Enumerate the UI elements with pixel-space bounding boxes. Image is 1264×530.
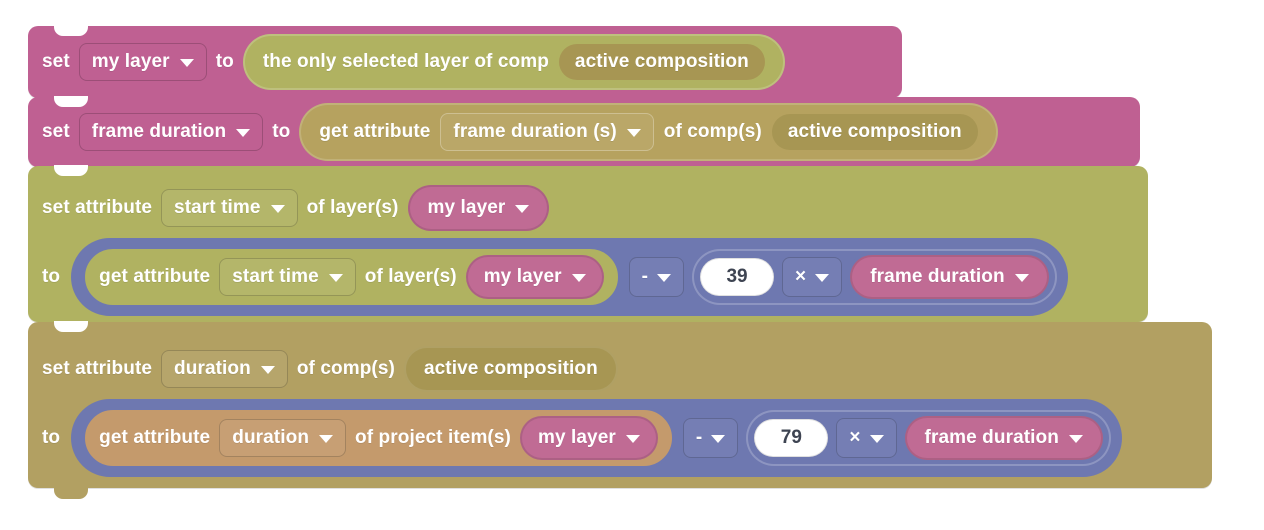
chevron-down-icon	[657, 273, 672, 282]
chevron-down-icon	[711, 434, 726, 443]
chevron-down-icon	[1014, 273, 1029, 282]
reporter-only-selected-layer[interactable]: the only selected layer of comp active c…	[242, 34, 785, 90]
variable-dropdown-label: my layer	[91, 51, 170, 72]
attribute-dropdown-frame-duration-s[interactable]: frame duration (s)	[440, 113, 654, 151]
block-top-notch	[54, 25, 88, 36]
variable-dropdown-frame-duration[interactable]: frame duration	[78, 113, 264, 151]
attribute-dropdown-start-time-inner[interactable]: start time	[219, 258, 356, 296]
reporter-label: get attribute	[99, 427, 211, 448]
operator-label: ×	[795, 266, 807, 287]
reporter-label: get attribute	[319, 121, 431, 142]
chevron-down-icon	[260, 365, 275, 374]
argument-active-composition[interactable]: active composition	[771, 114, 978, 150]
number-input-39[interactable]: 39	[700, 258, 775, 296]
chevron-down-icon	[319, 434, 334, 443]
expression-subtract-multiply[interactable]: get attribute start time of layer(s) my …	[71, 238, 1068, 316]
number-value: 39	[726, 266, 748, 287]
target-pill-label: active composition	[423, 358, 598, 379]
operator-label: ×	[849, 427, 861, 448]
target-pill-active-composition[interactable]: active composition	[403, 346, 618, 392]
block-top-notch	[54, 165, 88, 176]
target-dropdown-my-layer[interactable]: my layer	[407, 185, 550, 231]
block-top-notch	[54, 96, 88, 107]
variable-dropdown-label: frame duration	[91, 121, 227, 142]
set-attribute-keyword-label: set attribute	[42, 197, 153, 218]
operator-label: -	[695, 427, 703, 448]
chevron-down-icon	[236, 128, 251, 137]
to-connector-label: to	[215, 51, 234, 72]
variable-dropdown-frame-duration-operand[interactable]: frame duration	[850, 255, 1049, 299]
variable-dropdown-label: frame duration	[924, 427, 1059, 448]
attribute-dropdown-label: start time	[174, 197, 261, 218]
argument-label: active composition	[574, 51, 749, 72]
reporter-get-attribute-start-time[interactable]: get attribute start time of layer(s) my …	[82, 246, 621, 308]
block-set-my-layer[interactable]: set my layer to the only selected layer …	[28, 25, 902, 109]
attribute-dropdown-label: duration	[232, 427, 310, 448]
operator-label: -	[641, 266, 649, 287]
to-connector-label: to	[42, 427, 61, 448]
reporter-label: get attribute	[99, 266, 211, 287]
set-keyword-label: set	[42, 51, 70, 72]
operator-dropdown-multiply[interactable]: ×	[782, 257, 843, 297]
chevron-down-icon	[179, 58, 194, 67]
of-layers-label: of layer(s)	[306, 197, 399, 218]
chevron-down-icon	[270, 204, 285, 213]
argument-active-composition[interactable]: active composition	[558, 44, 765, 80]
set-attribute-keyword-label: set attribute	[42, 358, 153, 379]
argument-label: active composition	[787, 121, 962, 142]
attribute-dropdown-label: duration	[174, 358, 251, 379]
reporter-get-attribute[interactable]: get attribute frame duration (s) of comp…	[299, 103, 998, 161]
variable-dropdown-frame-duration-operand[interactable]: frame duration	[904, 416, 1103, 460]
chevron-down-icon	[815, 273, 830, 282]
chevron-down-icon	[626, 128, 641, 137]
number-input-79[interactable]: 79	[754, 419, 829, 457]
reporter-label: the only selected layer of comp	[262, 51, 549, 72]
chevron-down-icon	[328, 273, 343, 282]
variable-dropdown-my-layer[interactable]: my layer	[78, 43, 207, 81]
to-connector-label: to	[272, 121, 291, 142]
attribute-dropdown-start-time[interactable]: start time	[161, 189, 298, 227]
operator-dropdown-subtract[interactable]: -	[628, 257, 685, 297]
target-dropdown-my-layer-inner[interactable]: my layer	[465, 255, 604, 299]
chevron-down-icon	[515, 204, 530, 213]
of-comps-label: of comp(s)	[663, 121, 762, 142]
chevron-down-icon	[625, 434, 640, 443]
of-layers-label: of layer(s)	[364, 266, 457, 287]
attribute-dropdown-duration[interactable]: duration	[161, 350, 288, 388]
set-keyword-label: set	[42, 121, 70, 142]
target-dropdown-my-layer-inner[interactable]: my layer	[519, 416, 658, 460]
reporter-get-attribute-duration[interactable]: get attribute duration of project item(s…	[82, 407, 675, 469]
operator-dropdown-multiply[interactable]: ×	[836, 418, 897, 458]
attribute-dropdown-label: frame duration (s)	[453, 121, 617, 142]
block-top-notch	[54, 321, 88, 332]
target-dropdown-label: my layer	[483, 266, 562, 287]
chevron-down-icon	[571, 273, 586, 282]
block-bottom-bump	[54, 488, 88, 499]
operator-dropdown-subtract[interactable]: -	[682, 418, 739, 458]
block-set-attribute-duration[interactable]: set attribute duration of comp(s) active…	[28, 321, 1212, 499]
expression-multiply[interactable]: 39 × frame duration	[692, 249, 1057, 305]
to-connector-label: to	[42, 266, 61, 287]
target-dropdown-label: my layer	[427, 197, 506, 218]
variable-dropdown-label: frame duration	[870, 266, 1005, 287]
chevron-down-icon	[1068, 434, 1083, 443]
of-comps-label: of comp(s)	[296, 358, 395, 379]
number-value: 79	[780, 427, 802, 448]
chevron-down-icon	[869, 434, 884, 443]
expression-multiply[interactable]: 79 × frame duration	[746, 410, 1111, 466]
attribute-dropdown-label: start time	[232, 266, 319, 287]
block-set-attribute-start-time[interactable]: set attribute start time of layer(s) my …	[28, 165, 1148, 333]
expression-subtract-multiply[interactable]: get attribute duration of project item(s…	[71, 399, 1122, 477]
block-set-frame-duration[interactable]: set frame duration to get attribute fram…	[28, 96, 1140, 178]
of-project-items-label: of project item(s)	[355, 427, 511, 448]
attribute-dropdown-duration-inner[interactable]: duration	[219, 419, 347, 457]
target-dropdown-label: my layer	[537, 427, 616, 448]
